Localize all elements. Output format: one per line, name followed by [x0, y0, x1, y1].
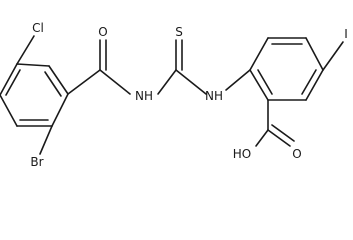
bond	[16, 63, 50, 67]
bond	[0, 63, 18, 96]
bond-to-iodine	[322, 41, 344, 71]
bonds	[0, 35, 344, 155]
bond	[175, 69, 207, 95]
bond	[48, 65, 69, 95]
bond-to-carbonyl	[67, 69, 101, 95]
carbonyl-oxygen-label: O	[98, 25, 107, 39]
thio-nh-label: NH	[205, 89, 223, 103]
bond	[51, 93, 69, 127]
amide-nh-label: NH	[135, 89, 153, 103]
bond-double-inner	[44, 71, 62, 97]
bond-to-bromine	[39, 125, 53, 155]
bromine-label: Br	[30, 155, 43, 169]
bond-to-hydroxyl	[255, 129, 269, 147]
acid-oxygen-label: O	[292, 147, 301, 161]
atom-labels: Cl Br O NH S NH I HO O	[30, 21, 347, 169]
bond	[305, 69, 324, 101]
bond	[225, 69, 251, 91]
bond	[305, 37, 324, 71]
hydroxyl-label: HO	[233, 147, 251, 161]
bond-to-chlorine	[16, 35, 35, 65]
bond	[0, 94, 18, 127]
bond	[249, 69, 269, 101]
iodine-label: I	[344, 27, 348, 41]
bond-double-inner	[257, 69, 273, 95]
bond	[249, 37, 269, 71]
bond	[157, 69, 177, 95]
molecule-drawing: Cl Br O NH S NH I HO O	[0, 21, 348, 169]
bond-double-inner	[5, 69, 21, 96]
bond-double-inner	[301, 69, 317, 95]
chlorine-label: Cl	[32, 21, 44, 35]
acid-double-bond	[267, 129, 291, 147]
structure-canvas: Cl Br O NH S NH I HO O	[0, 21, 348, 169]
bond	[99, 69, 131, 95]
thio-sulfur-label: S	[175, 25, 183, 39]
acid-double-bond	[271, 124, 295, 142]
